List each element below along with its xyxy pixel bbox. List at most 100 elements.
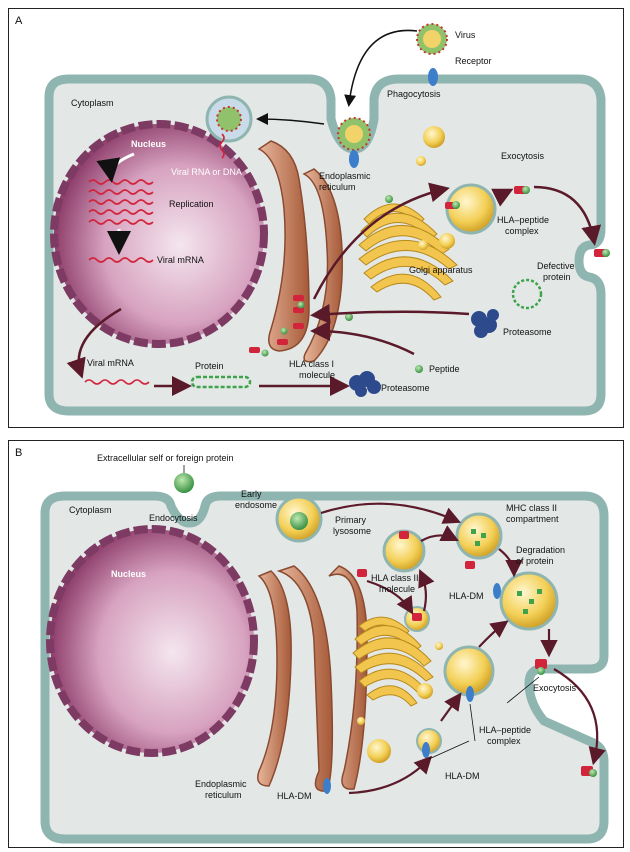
hla-dm-icon: [466, 686, 474, 702]
proteasome-icon: [349, 371, 381, 397]
arrow-to-surface: [533, 185, 602, 246]
arrow-vesicle-to-degradation: [478, 620, 509, 648]
label-proteasome-1: Proteasome: [503, 327, 552, 337]
label-line: Defective: [537, 261, 575, 271]
label-extracellular: Extracellular self or foreign protein: [97, 453, 234, 463]
virus: [416, 23, 448, 55]
protein-fragments: [471, 529, 542, 614]
golgi-vesicle: [439, 233, 455, 249]
label-line: HLA class I: [289, 359, 334, 369]
label-line: lysosome: [333, 526, 371, 536]
arrow-mrna: [66, 307, 122, 379]
endoplasmic-reticulum: [257, 570, 292, 787]
viral-rna-entry: [219, 133, 225, 159]
arrow-to-nucleus: [256, 113, 325, 126]
label-line: of protein: [516, 556, 554, 566]
label-virus: Virus: [455, 30, 476, 40]
panel-b: B Extracellular self or foreign protein …: [8, 440, 624, 848]
label-line: complex: [487, 736, 521, 746]
pointer-line: [506, 676, 540, 704]
receptor-icon: [349, 150, 359, 168]
arrow-golgi-to-vesicle: [440, 692, 462, 722]
hla-dm-icon: [422, 742, 430, 758]
label-line: molecule: [379, 584, 415, 594]
label-line: reticulum: [205, 790, 242, 800]
golgi-vesicle: [416, 156, 426, 166]
proteasome-icon: [471, 309, 499, 338]
label-viral-mrna-nucleus: Viral mRNA: [157, 255, 204, 265]
label-cytoplasm: Cytoplasm: [69, 505, 112, 515]
peptide-icon: [589, 769, 597, 777]
label-hla-dm-1: HLA-DM: [449, 591, 484, 601]
arrow-mhc2-to-degradation: [498, 548, 523, 578]
label-nucleus: Nucleus: [131, 139, 166, 149]
golgi-vesicle: [418, 240, 428, 250]
hla-peptide-complex-icon: [445, 186, 610, 257]
label-line: HLA–peptide: [479, 725, 531, 735]
arrow-exocytosis: [491, 188, 514, 207]
label-nucleus: Nucleus: [111, 569, 146, 579]
label-proteasome-2: Proteasome: [381, 383, 430, 393]
extracellular-protein-icon: [174, 473, 194, 493]
arrow-hla2-to-lysosome: [418, 568, 435, 612]
panel-b-letter: B: [15, 447, 22, 459]
nucleus: [46, 525, 258, 757]
small-vesicle: [357, 717, 365, 725]
label-line: compartment: [506, 514, 559, 524]
label-line: Early: [241, 489, 262, 499]
label-replication: Replication: [169, 199, 214, 209]
label-receptor: Receptor: [455, 56, 492, 66]
defective-protein: [511, 278, 543, 310]
label-er-line: Endoplasmic: [319, 171, 371, 181]
peptide-icon: [385, 195, 393, 203]
label-line: protein: [543, 272, 571, 282]
label-exocytosis: Exocytosis: [533, 683, 577, 693]
label-hla-dm-3: HLA-DM: [277, 791, 312, 801]
pointer-line: [428, 740, 470, 760]
label-line: molecule: [299, 370, 335, 380]
small-vesicle: [367, 739, 391, 763]
protein-coil: [190, 375, 252, 389]
arrow-peptide-to-er: [310, 321, 415, 356]
panel-a: A Virus Receptor Phagocytosis Cytoplasm …: [8, 8, 624, 428]
hla-class-2-molecules: [357, 531, 593, 776]
label-hla-dm-2: HLA-DM: [445, 771, 480, 781]
peptide-icon: [537, 667, 545, 675]
label-line: endosome: [235, 500, 277, 510]
label-exocytosis: Exocytosis: [501, 151, 545, 161]
label-er-line: reticulum: [319, 182, 356, 192]
hla-dm-icon: [493, 583, 501, 599]
golgi-apparatus: [352, 616, 434, 707]
arrow-exocytosis: [553, 668, 606, 766]
nucleus: [50, 120, 268, 348]
arrow-lysosome-to-mhc2: [420, 525, 459, 542]
label-cytoplasm: Cytoplasm: [71, 98, 114, 108]
panel-a-letter: A: [15, 15, 23, 27]
label-line: Degradation: [516, 545, 565, 555]
arrow-er-to-hla2: [366, 579, 414, 615]
arrow-endosome-to-mhc2: [320, 502, 462, 524]
panel-b-diagram: B Extracellular self or foreign protein …: [15, 447, 609, 844]
virus-in-vesicle: [337, 117, 371, 151]
virus-uncoating: [205, 95, 253, 143]
arrow-proteasome-to-er: [310, 303, 470, 324]
label-line: Endoplasmic: [195, 779, 247, 789]
label-line: HLA class II: [371, 573, 419, 583]
endosome-protein: [290, 512, 308, 530]
label-line: MHC class II: [506, 503, 557, 513]
label-phagocytosis: Phagocytosis: [387, 89, 441, 99]
label-viral-mrna: Viral mRNA: [87, 358, 134, 368]
hla-dm-icon: [323, 778, 331, 794]
small-vesicle: [435, 642, 443, 650]
viral-rna-strands: [84, 179, 154, 385]
